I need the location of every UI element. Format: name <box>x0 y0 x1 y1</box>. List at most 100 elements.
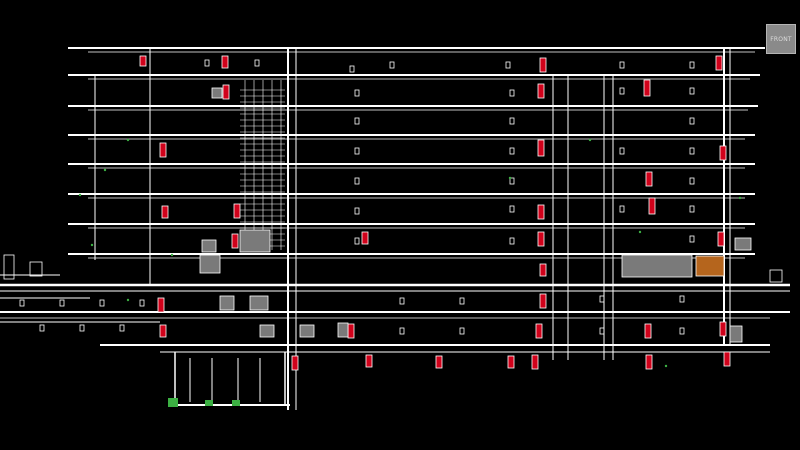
viewcube-front-face[interactable]: FRONT <box>766 24 796 54</box>
equipment-red-12 <box>161 205 169 219</box>
tag-mark-8 <box>354 89 360 97</box>
tag-mark-10 <box>619 87 625 95</box>
equipment-grey-12 <box>239 229 271 253</box>
green-dot-2 <box>103 168 107 172</box>
basement-green-marker-3 <box>232 400 240 406</box>
tag-mark-33 <box>39 324 45 332</box>
tag-mark-40 <box>399 327 405 335</box>
equipment-red-23 <box>159 324 167 338</box>
green-dot-1 <box>78 193 82 197</box>
equipment-grey-9 <box>734 237 752 251</box>
equipment-red-1 <box>139 55 147 67</box>
tag-mark-6 <box>619 61 625 69</box>
tag-mark-18 <box>689 147 695 155</box>
tag-mark-30 <box>59 299 65 307</box>
tag-mark-42 <box>599 327 605 335</box>
equipment-red-20 <box>539 263 547 277</box>
equipment-red-2 <box>221 55 229 69</box>
equipment-grey-10 <box>729 325 743 343</box>
equipment-red-6 <box>537 83 545 99</box>
equipment-grey-4 <box>249 295 269 311</box>
tag-mark-23 <box>509 205 515 213</box>
basement-green-marker-2 <box>205 400 213 406</box>
tag-mark-38 <box>599 295 605 303</box>
tag-mark-39 <box>679 295 685 303</box>
equipment-grey-8 <box>621 254 693 278</box>
tag-mark-1 <box>204 59 210 67</box>
equipment-red-8 <box>159 142 167 158</box>
green-dot-9 <box>126 298 130 302</box>
tag-mark-24 <box>619 205 625 213</box>
equipment-red-28 <box>291 355 299 371</box>
right-end-box <box>769 269 783 283</box>
equipment-red-14 <box>537 204 545 220</box>
tag-mark-22 <box>354 207 360 215</box>
equipment-grey-2 <box>201 239 217 253</box>
tag-mark-34 <box>79 324 85 332</box>
tag-mark-32 <box>139 299 145 307</box>
equipment-red-5 <box>222 84 230 100</box>
green-dot-10 <box>508 176 512 180</box>
tag-mark-15 <box>354 147 360 155</box>
tag-mark-25 <box>689 205 695 213</box>
tag-mark-12 <box>354 117 360 125</box>
equipment-grey-5 <box>259 324 275 338</box>
tag-mark-28 <box>689 235 695 243</box>
tag-mark-29 <box>19 299 25 307</box>
equipment-red-11 <box>645 171 653 187</box>
tag-mark-36 <box>399 297 405 305</box>
left-extension-box-2 <box>29 261 43 277</box>
equipment-red-19 <box>717 231 725 247</box>
equipment-red-7 <box>643 79 651 97</box>
tag-mark-13 <box>509 117 515 125</box>
viewcube-label: FRONT <box>770 35 792 43</box>
equipment-red-13 <box>233 203 241 219</box>
tag-mark-11 <box>689 87 695 95</box>
equipment-red-30 <box>531 354 539 370</box>
tag-mark-21 <box>689 177 695 185</box>
tag-mark-2 <box>254 59 260 67</box>
equipment-grey-7 <box>337 322 349 338</box>
equipment-red-24 <box>347 323 355 339</box>
highlight-bay-orange <box>695 255 725 277</box>
tag-mark-27 <box>509 237 515 245</box>
equipment-red-18 <box>537 231 545 247</box>
equipment-red-3 <box>539 57 547 73</box>
equipment-red-4 <box>715 55 723 71</box>
equipment-red-10 <box>719 145 727 161</box>
tag-mark-14 <box>689 117 695 125</box>
equipment-red-25 <box>535 323 543 339</box>
tag-mark-17 <box>619 147 625 155</box>
tag-mark-37 <box>459 297 465 305</box>
green-dot-8 <box>738 196 742 200</box>
tag-mark-26 <box>354 237 360 245</box>
green-dot-3 <box>126 138 130 142</box>
tag-mark-43 <box>679 327 685 335</box>
equipment-grey-3 <box>219 295 235 311</box>
green-dot-7 <box>638 230 642 234</box>
green-dot-6 <box>588 138 592 142</box>
basement-green-marker <box>168 398 178 407</box>
equipment-red-15 <box>648 197 656 215</box>
equipment-red-22 <box>157 297 165 313</box>
tag-mark-4 <box>389 61 395 69</box>
tag-mark-5 <box>505 61 511 69</box>
equipment-grey-6 <box>299 324 315 338</box>
equipment-red-33 <box>507 355 515 369</box>
equipment-red-31 <box>645 354 653 370</box>
tag-mark-3 <box>349 65 355 73</box>
tag-mark-20 <box>509 177 515 185</box>
equipment-red-29 <box>365 354 373 368</box>
equipment-red-9 <box>537 139 545 157</box>
equipment-red-32 <box>723 351 731 367</box>
green-dot-11 <box>664 364 668 368</box>
equipment-red-16 <box>231 233 239 249</box>
equipment-red-17 <box>361 231 369 245</box>
green-dot-5 <box>90 243 94 247</box>
tag-mark-31 <box>99 299 105 307</box>
equipment-grey-11 <box>199 254 221 274</box>
green-dot-4 <box>170 253 174 257</box>
equipment-red-21 <box>539 293 547 309</box>
